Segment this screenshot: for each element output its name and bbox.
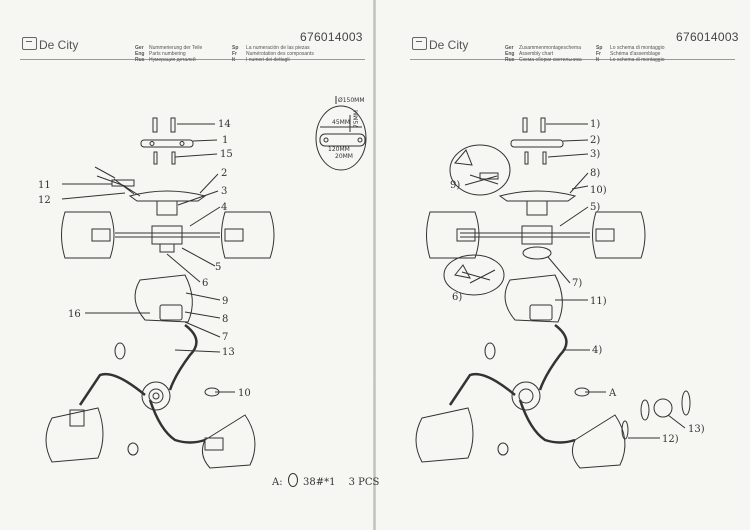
svg-text:13: 13 [222, 347, 235, 358]
svg-text:4): 4) [592, 345, 602, 356]
canopy [128, 190, 207, 202]
svg-text:20MM: 20MM [335, 153, 353, 160]
brand-logo: De City [22, 37, 78, 52]
svg-text:15: 15 [220, 149, 233, 160]
crystal-pendant [574, 387, 590, 397]
header-rule [410, 59, 735, 60]
warning-icon [454, 149, 473, 166]
model-number-right: 676014003 [676, 30, 739, 44]
svg-text:11: 11 [38, 180, 51, 191]
svg-text:11): 11) [590, 296, 607, 307]
detail-dimensions: Ø150MM 45MM 120MM 20MM 75MM [328, 97, 365, 160]
page-fold [373, 0, 376, 530]
note-qty: 3 PCS [348, 477, 380, 488]
crystal-pendant [204, 387, 220, 397]
svg-text:8: 8 [222, 314, 228, 325]
crystal-pendant [114, 342, 126, 360]
warning-icon [454, 264, 471, 279]
svg-text:12: 12 [38, 195, 51, 206]
svg-text:45MM: 45MM [332, 119, 350, 126]
screw-icon [522, 117, 588, 133]
svg-text:1: 1 [222, 135, 228, 146]
lamp-holder [224, 228, 244, 242]
logo-icon [22, 37, 37, 50]
svg-text:14: 14 [218, 119, 231, 130]
svg-text:7: 7 [222, 332, 228, 343]
svg-text:A: A [608, 388, 617, 399]
wiring-detail [449, 144, 511, 196]
svg-text:8): 8) [590, 168, 600, 179]
screw-icon [153, 151, 218, 165]
svg-text:1): 1) [590, 119, 600, 130]
crystal-icon [287, 473, 298, 487]
crystal-pendant [484, 342, 496, 360]
lamp-holder [159, 304, 183, 321]
svg-text:2: 2 [221, 168, 227, 179]
hub-plate [141, 381, 171, 411]
lamp-holder [91, 228, 111, 242]
wiring-detail [443, 254, 505, 296]
hub-plate [511, 381, 541, 411]
brand-logo-right: De City [412, 37, 468, 52]
svg-text:120MM: 120MM [328, 146, 350, 153]
note-prefix: A: [272, 477, 283, 488]
svg-text:12): 12) [662, 434, 679, 445]
glass-shade [134, 274, 193, 323]
note-spec: 38#*1 [302, 477, 336, 488]
glass-shade [201, 414, 256, 469]
svg-text:3): 3) [590, 149, 600, 160]
model-number: 676014003 [300, 30, 363, 44]
svg-text:6): 6) [452, 292, 462, 303]
finial [522, 246, 552, 260]
glass-shade [415, 407, 474, 463]
svg-text:13): 13) [688, 424, 705, 435]
glass-shade [504, 274, 563, 323]
svg-text:10): 10) [590, 185, 607, 196]
nipple [156, 200, 178, 216]
ring [621, 420, 629, 440]
logo-icon [412, 37, 427, 50]
brand-name: De City [429, 38, 469, 52]
crystal-quantity-note: A: 38#*1 3 PCS [272, 473, 379, 488]
svg-text:75MM: 75MM [353, 110, 360, 128]
svg-text:10: 10 [238, 388, 251, 399]
bulb-icon [653, 398, 673, 418]
callout-labels-left: 14 1 15 2 3 4 11 12 5 6 9 8 16 7 13 10 [38, 119, 251, 399]
svg-text:3: 3 [221, 186, 227, 197]
mounting-bracket [140, 139, 218, 148]
glass-shade [571, 414, 626, 469]
header-rule [20, 59, 365, 60]
svg-text:4: 4 [221, 202, 227, 213]
brand-name: De City [39, 38, 79, 52]
svg-text:6: 6 [202, 278, 208, 289]
glass-shade [426, 211, 480, 259]
canopy [498, 190, 577, 202]
crystal-pendant [127, 442, 139, 456]
mounting-bracket [510, 139, 564, 148]
screw-icon [152, 117, 215, 133]
svg-text:9: 9 [222, 296, 228, 307]
callout-labels-right: 1) 2) 3) 8) 9) 10) 5) 7) 6) 11) 4) A 12)… [450, 119, 705, 445]
glass-shade [45, 407, 104, 463]
svg-text:5): 5) [590, 202, 600, 213]
svg-text:Ø150MM: Ø150MM [338, 97, 365, 104]
svg-text:5: 5 [215, 262, 221, 273]
svg-text:7): 7) [572, 278, 582, 289]
svg-text:2): 2) [590, 135, 600, 146]
crystal-pendant [497, 442, 509, 456]
glass-shade [61, 211, 115, 259]
detail-callout [315, 105, 367, 171]
central-hub [151, 225, 183, 245]
glass-shade [592, 211, 646, 259]
glass-shade [221, 211, 275, 259]
svg-text:9): 9) [450, 180, 460, 191]
svg-text:16: 16 [68, 309, 81, 320]
terminal-block [111, 179, 135, 187]
